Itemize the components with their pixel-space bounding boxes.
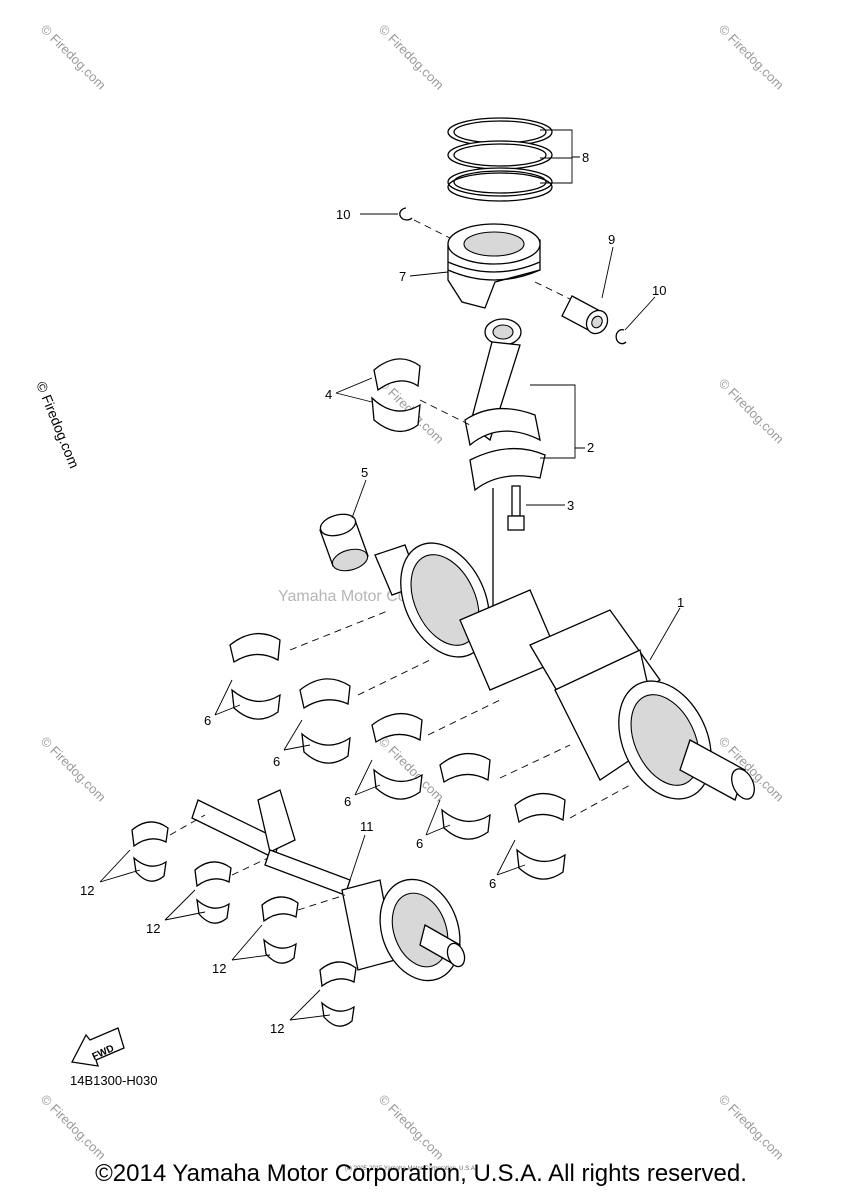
piston (447, 223, 541, 309)
copyright-footer: ©2014 Yamaha Motor Corporation, U.S.A. A… (95, 1160, 747, 1187)
callout-6d: 6 (416, 836, 423, 851)
callout-4: 4 (325, 387, 332, 402)
watermark-top-center: © Firedog.com (376, 22, 447, 93)
callout-5: 5 (361, 465, 368, 480)
piston-pin (561, 295, 609, 335)
watermark-bottom-left: © Firedog.com (38, 1092, 109, 1163)
fwd-arrow-icon: FWD (71, 1027, 125, 1067)
main-bearing-leaders (214, 609, 631, 876)
callout-2: 2 (587, 440, 594, 455)
balancer-bearings (131, 821, 357, 1027)
callout-10a: 10 (336, 207, 350, 222)
callout-7: 7 (399, 269, 406, 284)
callout-9: 9 (608, 232, 615, 247)
watermark-mid-right: © Firedog.com (716, 376, 787, 447)
callout-3: 3 (567, 498, 574, 513)
crankshaft (374, 542, 755, 801)
watermark-bottom-right: © Firedog.com (716, 1092, 787, 1163)
callout-11: 11 (360, 819, 374, 834)
callout-12d: 12 (270, 1021, 284, 1036)
piston-rings (447, 117, 553, 202)
callout-labels: 1 2 3 4 5 6 6 6 6 6 7 8 9 10 10 11 12 12… (80, 150, 684, 1036)
needle-bearing (319, 513, 369, 572)
callout-10b: 10 (652, 283, 666, 298)
watermark-top-right: © Firedog.com (716, 22, 787, 93)
balancer-shaft (191, 789, 466, 982)
watermark-top-left: © Firedog.com (38, 22, 109, 93)
callout-12c: 12 (212, 961, 226, 976)
callout-12a: 12 (80, 883, 94, 898)
circlip-right (615, 329, 627, 345)
callout-6a: 6 (204, 713, 211, 728)
balancer-bearing-leaders (99, 814, 346, 1021)
conrod-bearings (371, 358, 421, 432)
callout-12b: 12 (146, 921, 160, 936)
callout-6e: 6 (489, 876, 496, 891)
watermark-low-left: © Firedog.com (38, 734, 109, 805)
callout-6c: 6 (344, 794, 351, 809)
callout-8: 8 (582, 150, 589, 165)
callout-6b: 6 (273, 754, 280, 769)
callout-1: 1 (677, 595, 684, 610)
main-bearings (229, 633, 566, 880)
con-rod-bolt (507, 485, 525, 531)
watermark-bottom-center: © Firedog.com (376, 1092, 447, 1163)
connecting-rod (464, 318, 546, 492)
circlip-left (399, 207, 413, 221)
diagram-code: 14B1300-H030 (70, 1073, 157, 1088)
watermark-left: © Firedog.com (33, 379, 82, 470)
small-print: (c) 2005-2015 Yamaha Motor Corporation, … (345, 1166, 477, 1172)
